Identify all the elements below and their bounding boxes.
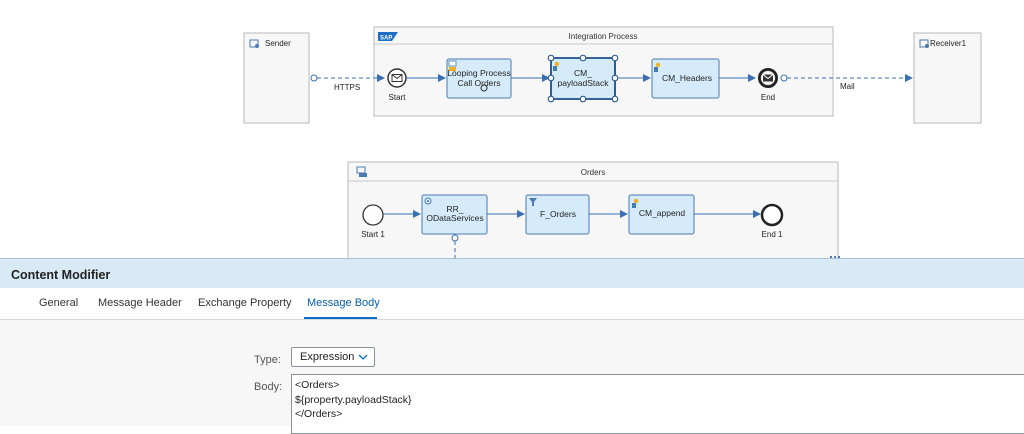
orders-end-label: End 1 bbox=[762, 230, 783, 239]
participant-icon bbox=[249, 39, 259, 48]
mail-message-flow[interactable]: Mail bbox=[780, 74, 913, 91]
cm-payload-line1: CM_ bbox=[574, 68, 592, 78]
orders-end-event[interactable]: End 1 bbox=[760, 203, 784, 239]
sender-label: Sender bbox=[265, 39, 291, 48]
sap-logo: SAP bbox=[378, 32, 398, 42]
cm-headers-label: CM_Headers bbox=[662, 73, 712, 83]
filter-icon bbox=[529, 198, 537, 206]
type-select-value: Expression bbox=[300, 351, 355, 363]
message-body-form: Type: Expression Body: <Orders> ${proper… bbox=[0, 320, 1024, 434]
f-orders-task[interactable]: F_Orders bbox=[525, 194, 590, 235]
svg-text:SAP: SAP bbox=[380, 36, 392, 42]
tab-bar: General Message Header Exchange Property… bbox=[0, 288, 1024, 320]
active-tab-indicator bbox=[304, 317, 377, 319]
tab-exchange-property[interactable]: Exchange Property bbox=[198, 297, 292, 309]
tab-message-header[interactable]: Message Header bbox=[98, 297, 182, 309]
resize-grip-icon[interactable] bbox=[830, 256, 840, 259]
receiver-participant[interactable]: Receiver1 bbox=[913, 32, 982, 124]
https-message-flow[interactable]: HTTPS bbox=[310, 74, 385, 92]
cm-append-label: CM_append bbox=[639, 208, 686, 218]
orders-start-label: Start 1 bbox=[361, 230, 385, 239]
start-label: Start bbox=[389, 93, 407, 102]
end-label: End bbox=[761, 93, 775, 102]
integration-process-title: Integration Process bbox=[569, 32, 638, 41]
tab-general[interactable]: General bbox=[39, 297, 79, 309]
orders-start-event[interactable]: Start 1 bbox=[361, 204, 385, 239]
integration-flow-canvas[interactable]: Sender Receiver1 SAP Integration Process… bbox=[0, 0, 1024, 258]
receiver-label: Receiver1 bbox=[930, 39, 967, 48]
request-reply-icon bbox=[424, 197, 432, 205]
content-modifier-panel: Content Modifier General Message Header … bbox=[0, 258, 1024, 434]
tab-message-body[interactable]: Message Body bbox=[307, 297, 380, 309]
rr-line2: ODataServices bbox=[426, 213, 483, 223]
cm-headers-task[interactable]: CM_Headers bbox=[651, 58, 720, 99]
rr-odataservices-task[interactable]: RR_ ODataServices bbox=[421, 194, 488, 235]
f-orders-label: F_Orders bbox=[540, 209, 576, 219]
body-line: </Orders> bbox=[295, 408, 343, 420]
end-event[interactable]: End bbox=[758, 68, 778, 102]
sender-participant[interactable]: Sender bbox=[243, 32, 310, 124]
type-label: Type: bbox=[254, 354, 281, 366]
body-line: <Orders> bbox=[295, 379, 340, 391]
content-modifier-icon bbox=[632, 198, 639, 208]
https-label: HTTPS bbox=[334, 83, 360, 92]
mail-label: Mail bbox=[840, 82, 855, 91]
process-call-icon bbox=[448, 60, 457, 71]
local-process-icon bbox=[356, 166, 367, 177]
selection-handles[interactable] bbox=[547, 54, 619, 103]
envelope-icon bbox=[391, 74, 403, 82]
cm-append-task[interactable]: CM_append bbox=[628, 194, 695, 235]
body-label: Body: bbox=[254, 381, 283, 393]
content-modifier-icon bbox=[654, 62, 661, 72]
looping-task-line2: Call Orders bbox=[458, 78, 501, 88]
rr-line1: RR_ bbox=[446, 204, 463, 214]
content-modifier-icon bbox=[553, 61, 560, 71]
cm-payloadstack-task[interactable]: CM_ payloadStack bbox=[547, 54, 619, 103]
envelope-icon bbox=[762, 74, 774, 82]
participant-icon bbox=[919, 39, 929, 48]
loop-icon bbox=[480, 84, 488, 92]
flow-connector bbox=[451, 234, 459, 242]
integration-flow-diagram: Sender Receiver1 SAP Integration Process… bbox=[243, 26, 982, 258]
panel-header: Content Modifier bbox=[0, 258, 1024, 288]
body-textarea[interactable]: <Orders> ${property.payloadStack} </Orde… bbox=[291, 374, 1024, 434]
type-select[interactable]: Expression bbox=[291, 347, 375, 367]
looping-task-line1: Looping Process bbox=[447, 68, 510, 78]
cm-payload-line2: payloadStack bbox=[557, 78, 609, 88]
chevron-down-icon bbox=[358, 354, 368, 360]
looping-process-call-task[interactable]: Looping Process Call Orders bbox=[446, 58, 512, 99]
body-line: ${property.payloadStack} bbox=[295, 393, 412, 406]
orders-pool-title: Orders bbox=[581, 168, 605, 177]
panel-title: Content Modifier bbox=[11, 268, 111, 282]
